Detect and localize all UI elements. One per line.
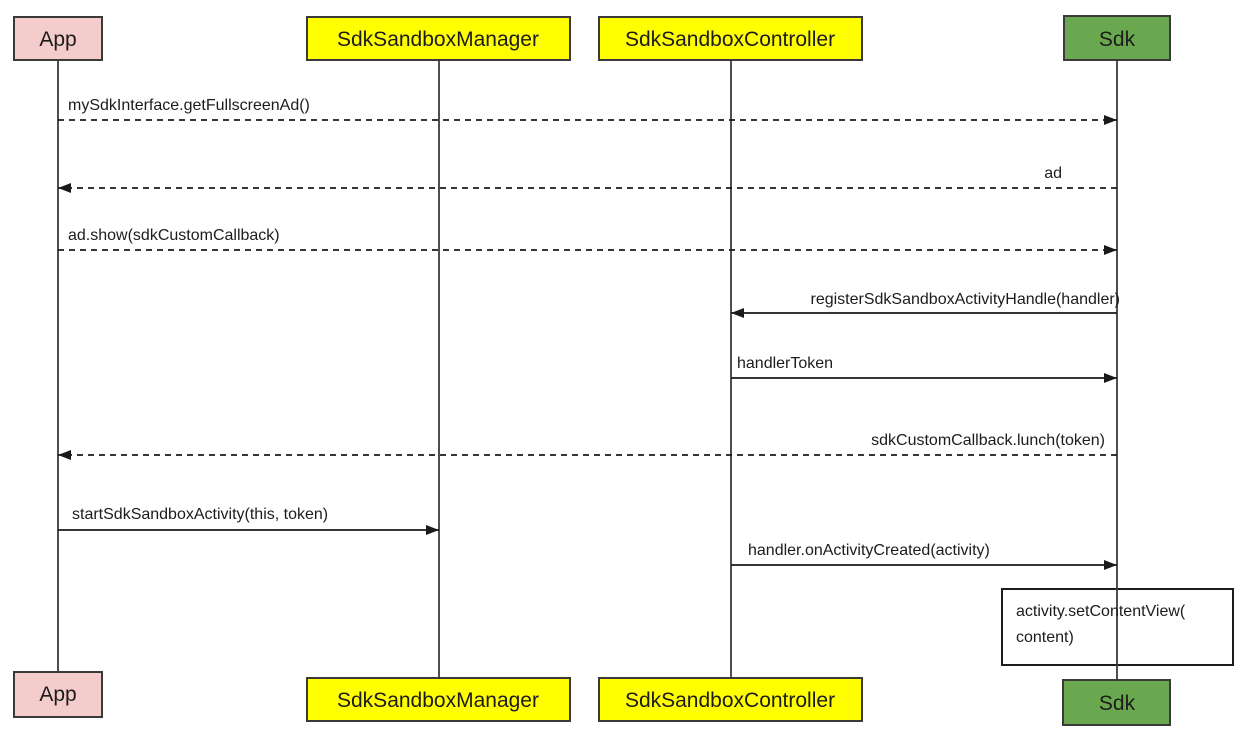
actor-sdk-sandbox-manager-bottom-label: SdkSandboxManager	[337, 689, 539, 712]
note-line-1: activity.setContentView(	[1016, 603, 1186, 620]
actor-app-top-box	[13, 16, 103, 61]
message-callback-lunch-label: sdkCustomCallback.lunch(token)	[871, 432, 1105, 449]
message-start-sandbox-activity: startSdkSandboxActivity(this, token)	[58, 506, 439, 535]
actor-sdk-sandbox-manager-bottom: SdkSandboxManager	[306, 677, 571, 722]
actor-sdk-bottom-box	[1062, 679, 1171, 726]
actor-sdk-top: Sdk	[1063, 15, 1171, 61]
actor-app-top: App	[13, 16, 103, 61]
actor-sdk-sandbox-manager-bottom-box	[306, 677, 571, 722]
actor-sdk-top-box	[1063, 15, 1171, 61]
message-start-sandbox-activity-label: startSdkSandboxActivity(this, token)	[72, 506, 328, 523]
actor-sdk-sandbox-controller-top-label: SdkSandboxController	[625, 28, 835, 51]
actor-app-top-label: App	[39, 28, 76, 51]
message-on-activity-created-label: handler.onActivityCreated(activity)	[748, 542, 990, 559]
note-line-2: content)	[1016, 629, 1074, 646]
message-handler-token: handlerToken	[731, 355, 1117, 383]
actor-app-bottom-label: App	[39, 683, 76, 706]
message-get-fullscreen-ad: mySdkInterface.getFullscreenAd()	[58, 97, 1117, 125]
message-register-activity-handle-label: registerSdkSandboxActivityHandle(handler…	[811, 291, 1121, 308]
actor-sdk-sandbox-controller-bottom-label: SdkSandboxController	[625, 689, 835, 712]
actor-sdk-bottom: Sdk	[1062, 679, 1171, 726]
message-ad-label: ad	[1044, 165, 1062, 182]
message-ad: ad	[58, 165, 1117, 193]
actor-sdk-sandbox-controller-top: SdkSandboxController	[598, 16, 863, 61]
actor-sdk-bottom-label: Sdk	[1099, 692, 1136, 715]
message-handler-token-label: handlerToken	[737, 355, 833, 372]
actor-sdk-sandbox-controller-top-box	[598, 16, 863, 61]
note-set-content-view: activity.setContentView( content)	[1016, 603, 1186, 646]
message-ad-show: ad.show(sdkCustomCallback)	[58, 227, 1117, 255]
actor-sdk-sandbox-manager-top: SdkSandboxManager	[306, 16, 571, 61]
actor-app-bottom: App	[13, 671, 103, 718]
message-on-activity-created: handler.onActivityCreated(activity)	[731, 542, 1117, 570]
message-ad-show-label: ad.show(sdkCustomCallback)	[68, 227, 280, 244]
actor-sdk-sandbox-manager-top-box	[306, 16, 571, 61]
message-callback-lunch: sdkCustomCallback.lunch(token)	[58, 432, 1117, 460]
message-get-fullscreen-ad-label: mySdkInterface.getFullscreenAd()	[68, 97, 310, 114]
actor-app-bottom-box	[13, 671, 103, 718]
actor-sdk-sandbox-manager-top-label: SdkSandboxManager	[337, 28, 539, 51]
actor-sdk-sandbox-controller-bottom-box	[598, 677, 863, 722]
actor-sdk-top-label: Sdk	[1099, 28, 1136, 51]
actor-sdk-sandbox-controller-bottom: SdkSandboxController	[598, 677, 863, 722]
message-register-activity-handle: registerSdkSandboxActivityHandle(handler…	[731, 291, 1121, 318]
